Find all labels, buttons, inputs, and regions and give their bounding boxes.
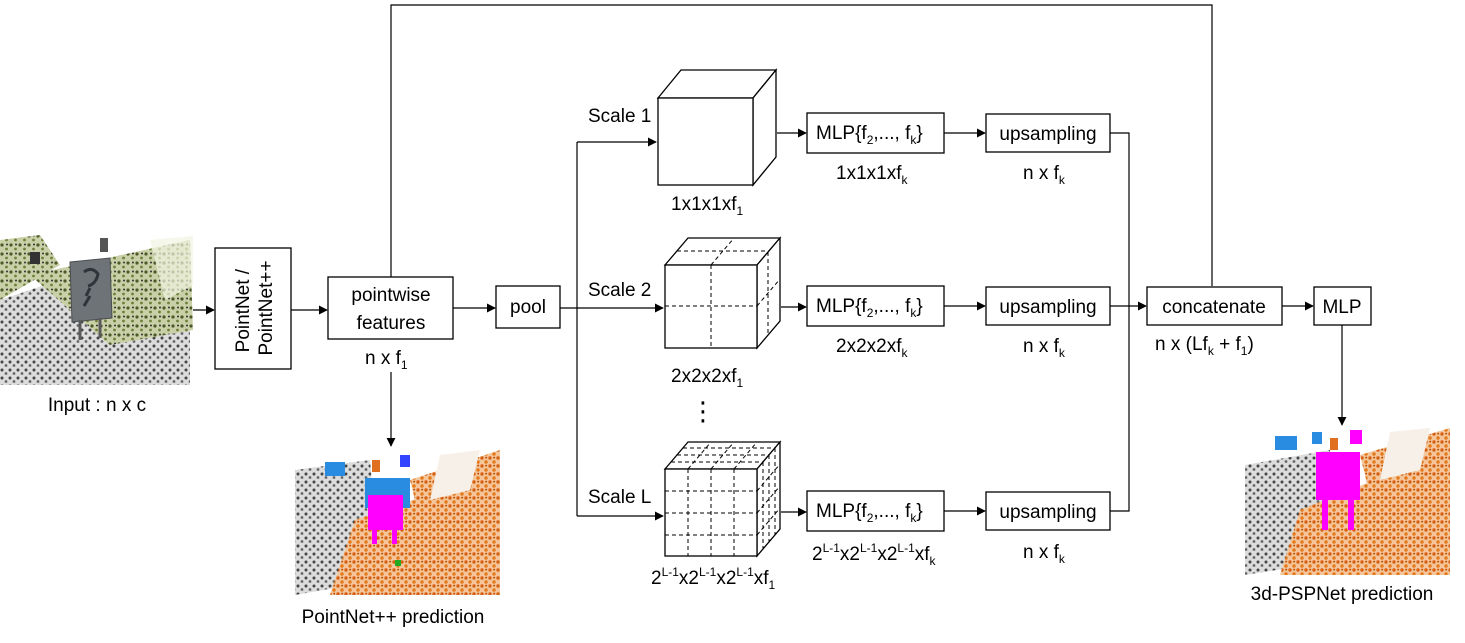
scale2-upsampling-label: upsampling (999, 297, 1096, 318)
scale2-mlp-box (806, 285, 945, 327)
concatenate-dim: n x (Lfk + f1) (1155, 334, 1254, 358)
scale2-mlp-dim: 2x2x2xfk (836, 336, 908, 360)
final-mlp-box (1313, 286, 1372, 326)
scale1-mlp-dim: 1x1x1xfk (836, 163, 908, 187)
pspnet-prediction-caption: 3d-PSPNet prediction (1251, 584, 1434, 605)
scale1-upsampling-box (985, 113, 1111, 153)
scale2-cube (663, 236, 782, 350)
scale1-upsampling-dim: n x fk (1023, 163, 1066, 187)
pointnet-box (214, 247, 292, 370)
scale2-upsampling-box (985, 286, 1111, 326)
pointwise-features-line1: pointwise (351, 285, 430, 306)
pointnet-label: PointNet / PointNet++ (233, 260, 277, 355)
scaleL-upsampling-box (985, 491, 1111, 531)
concatenate-label: concatenate (1162, 297, 1266, 318)
pool-box (495, 285, 561, 329)
input-point-cloud-image (0, 235, 193, 385)
pointwise-features-dim: n x f1 (365, 348, 408, 372)
scale1-cube (656, 68, 778, 187)
pointwise-features-line2: features (357, 313, 426, 334)
pointnet-prediction-image (295, 450, 500, 595)
input-caption: Input : n x c (48, 395, 146, 416)
final-mlp-label: MLP (1322, 297, 1361, 318)
scale1-mlp-label: MLP{f2,..., fk} (816, 123, 923, 147)
scale2-upsampling-dim: n x fk (1023, 336, 1066, 360)
scale1-label: Scale 1 (588, 106, 651, 127)
skip-connection-line (390, 4, 1213, 286)
scale2-cube-dim: 2x2x2xf1 (671, 366, 743, 390)
scaleL-cube-dim: 2L-1x2L-1x2L-1xf1 (651, 565, 776, 592)
scaleL-cube (663, 440, 782, 558)
scale1-cube-dim: 1x1x1xf1 (671, 194, 743, 218)
scale2-mlp-label: MLP{f2,..., fk} (816, 296, 923, 320)
scaleL-mlp-dim: 2L-1x2L-1x2L-1xfk (812, 541, 937, 568)
ellipsis: ⋮ (690, 397, 716, 427)
scale1-mlp-box (806, 112, 945, 154)
scaleL-upsampling-label: upsampling (999, 502, 1096, 523)
scaleL-mlp-box (806, 490, 945, 532)
scale2-label: Scale 2 (588, 280, 651, 301)
merge-line (1110, 132, 1130, 512)
pointwise-features-box (327, 276, 454, 340)
pool-label: pool (510, 297, 546, 318)
scaleL-upsampling-dim: n x fk (1023, 542, 1066, 566)
pointnet-prediction-caption: PointNet++ prediction (302, 607, 485, 628)
pspnet-prediction-image (1245, 428, 1450, 575)
scaleL-mlp-label: MLP{f2,..., fk} (816, 501, 923, 525)
scale1-upsampling-label: upsampling (999, 124, 1096, 145)
scaleL-label: Scale L (588, 487, 651, 508)
